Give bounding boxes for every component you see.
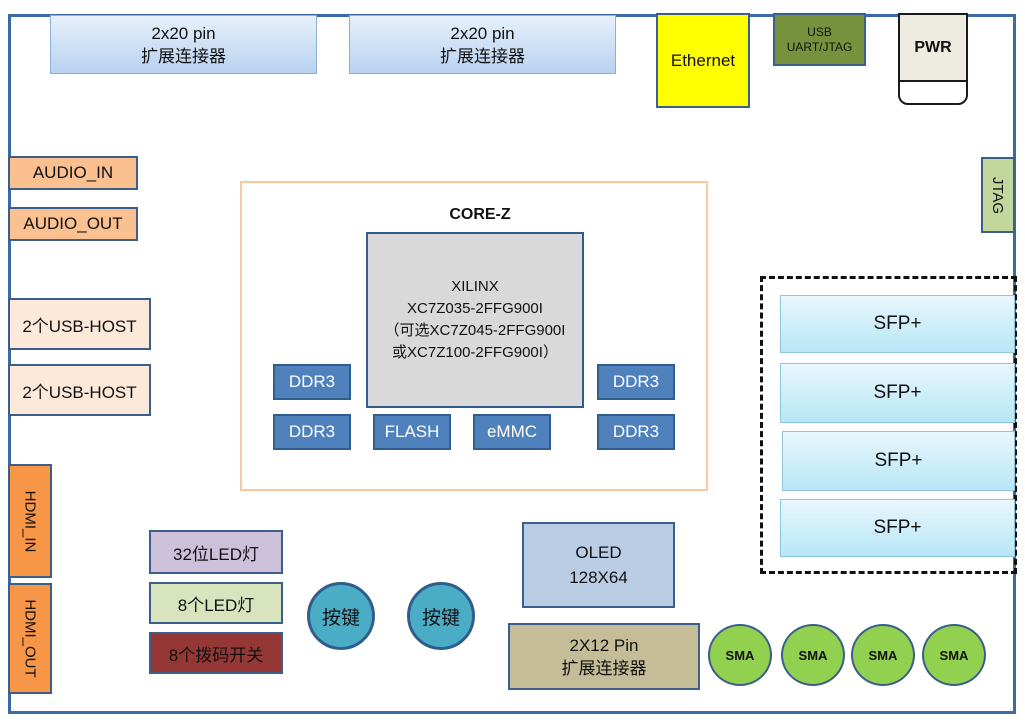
- led-8: 8个LED灯: [149, 582, 283, 624]
- sfp-group-frame: [760, 276, 1017, 574]
- chip-model: XC7Z035-2FFG900I: [407, 300, 543, 317]
- audio-in-port: AUDIO_IN: [8, 156, 138, 190]
- hdmi-out-label: HDMI_OUT: [21, 599, 39, 678]
- audio-out-label: AUDIO_OUT: [23, 214, 123, 233]
- sma-1-label: SMA: [725, 647, 755, 663]
- chip-option-2: 或XC7Z100-2FFG900I）: [392, 344, 558, 361]
- sma-connector-1: SMA: [708, 624, 772, 686]
- expansion-2x12-line2: 扩展连接器: [561, 658, 647, 678]
- hdmi-in-port: HDMI_IN: [8, 464, 52, 578]
- expansion-left-line1: 2x20 pin: [151, 23, 216, 43]
- ddr3-right-top-label: DDR3: [612, 372, 660, 391]
- emmc-chip: eMMC: [473, 414, 551, 450]
- ethernet-label: Ethernet: [670, 50, 736, 70]
- button-1-label: 按键: [321, 607, 360, 629]
- expansion-connector-2x12: 2X12 Pin 扩展连接器: [508, 623, 700, 690]
- dip-switch-label: 8个拨码开关: [168, 645, 264, 665]
- sma-connector-2: SMA: [781, 624, 845, 686]
- ddr3-right-top: DDR3: [597, 364, 675, 400]
- sma-connector-3: SMA: [851, 624, 915, 686]
- expansion-connector-left: 2x20 pin 扩展连接器: [50, 15, 317, 74]
- usb-host-port-1: 2个USB-HOST: [8, 298, 151, 350]
- jtag-port: JTAG: [981, 157, 1015, 233]
- ddr3-left-bottom-label: DDR3: [288, 422, 336, 441]
- jtag-label: JTAG: [989, 176, 1007, 214]
- power-label: PWR: [914, 38, 952, 56]
- push-button-1: 按键: [307, 582, 375, 650]
- ddr3-left-bottom: DDR3: [273, 414, 351, 450]
- expansion-left-line2: 扩展连接器: [141, 46, 226, 66]
- oled-display: OLED 128X64: [522, 522, 675, 608]
- fpga-chip: XILINX XC7Z035-2FFG900I （可选XC7Z045-2FFG9…: [366, 232, 584, 408]
- sfp-port-1: SFP+: [780, 295, 1015, 353]
- led32-label: 32位LED灯: [173, 544, 259, 564]
- ddr3-left-top: DDR3: [273, 364, 351, 400]
- expansion-right-line2: 扩展连接器: [440, 46, 525, 66]
- sfp-port-2: SFP+: [780, 363, 1015, 423]
- sfp-4-label: SFP+: [873, 517, 922, 538]
- chip-vendor: XILINX: [451, 278, 499, 295]
- hdmi-in-label: HDMI_IN: [21, 490, 39, 552]
- sfp-port-3: SFP+: [782, 431, 1015, 491]
- core-title: CORE-Z: [449, 206, 511, 223]
- oled-resolution: 128X64: [569, 568, 628, 587]
- expansion-right-line1: 2x20 pin: [450, 23, 515, 43]
- ddr3-left-top-label: DDR3: [288, 372, 336, 391]
- ddr3-right-bottom-label: DDR3: [612, 422, 660, 441]
- sma-2-label: SMA: [798, 647, 828, 663]
- sfp-port-4: SFP+: [780, 499, 1015, 557]
- audio-in-label: AUDIO_IN: [32, 163, 114, 182]
- audio-out-port: AUDIO_OUT: [8, 207, 138, 241]
- sma-connector-4: SMA: [922, 624, 986, 686]
- sfp-2-label: SFP+: [873, 382, 922, 403]
- usb-uart-jtag-port: USB UART/JTAG: [773, 13, 866, 66]
- usb-host-2-label: 2个USB-HOST: [22, 382, 137, 402]
- oled-label: OLED: [575, 543, 622, 562]
- chip-option-1: （可选XC7Z045-2FFG900I: [384, 322, 566, 339]
- push-button-2: 按键: [407, 582, 475, 650]
- usb-host-port-2: 2个USB-HOST: [8, 364, 151, 416]
- expansion-2x12-line1: 2X12 Pin: [569, 635, 639, 655]
- hdmi-out-port: HDMI_OUT: [8, 583, 52, 694]
- ddr3-right-bottom: DDR3: [597, 414, 675, 450]
- button-2-label: 按键: [421, 607, 460, 629]
- uart-jtag-label: UART/JTAG: [786, 39, 853, 54]
- sfp-1-label: SFP+: [873, 313, 922, 334]
- led-32bit: 32位LED灯: [149, 530, 283, 574]
- flash-label: FLASH: [384, 422, 440, 441]
- dip-switch: 8个拨码开关: [149, 632, 283, 674]
- sma-4-label: SMA: [939, 647, 969, 663]
- usb-host-1-label: 2个USB-HOST: [22, 316, 137, 336]
- flash-chip: FLASH: [373, 414, 451, 450]
- led8-label: 8个LED灯: [177, 595, 255, 615]
- usb-label: USB: [807, 24, 832, 39]
- ethernet-port: Ethernet: [656, 13, 750, 108]
- power-connector: PWR: [898, 13, 968, 80]
- sfp-3-label: SFP+: [874, 450, 923, 471]
- power-connector-base: [898, 80, 968, 105]
- sma-3-label: SMA: [868, 647, 898, 663]
- emmc-label: eMMC: [486, 422, 538, 441]
- expansion-connector-right: 2x20 pin 扩展连接器: [349, 15, 616, 74]
